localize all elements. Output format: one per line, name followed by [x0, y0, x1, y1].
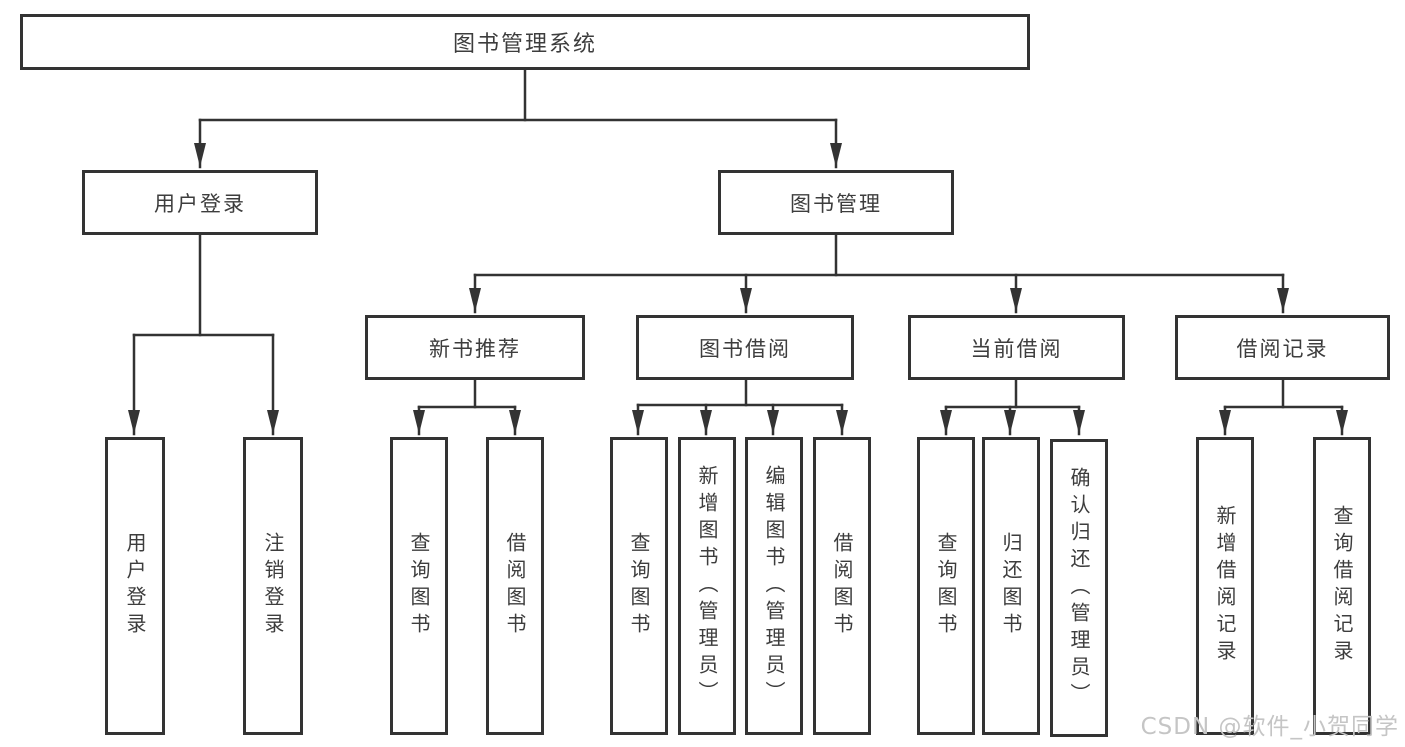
- node-user-login: 用户登录: [82, 170, 318, 235]
- leaf-borrow-books: 借阅图书: [813, 437, 871, 735]
- node-root-system: 图书管理系统: [20, 14, 1030, 70]
- node-new-book-recommend: 新书推荐: [365, 315, 585, 380]
- node-current-borrow: 当前借阅: [908, 315, 1125, 380]
- node-book-management: 图书管理: [718, 170, 954, 235]
- node-book-borrow: 图书借阅: [636, 315, 854, 380]
- leaf-add-books-admin: 新增图书（管理员）: [678, 437, 736, 735]
- leaf-query-books-current: 查询图书: [917, 437, 975, 735]
- leaf-edit-books-admin: 编辑图书（管理员）: [745, 437, 803, 735]
- csdn-watermark: CSDN @软件_小贺同学: [1140, 714, 1399, 740]
- leaf-logout: 注销登录: [243, 437, 303, 735]
- leaf-query-books-recommend: 查询图书: [390, 437, 448, 735]
- leaf-borrow-books-recommend: 借阅图书: [486, 437, 544, 735]
- leaf-add-borrow-record: 新增借阅记录: [1196, 437, 1254, 735]
- leaf-query-books-borrow: 查询图书: [610, 437, 668, 735]
- leaf-user-login: 用户登录: [105, 437, 165, 735]
- leaf-return-books: 归还图书: [982, 437, 1040, 735]
- node-borrow-records: 借阅记录: [1175, 315, 1390, 380]
- leaf-query-borrow-record: 查询借阅记录: [1313, 437, 1371, 735]
- leaf-confirm-return-admin: 确认归还（管理员）: [1050, 439, 1108, 737]
